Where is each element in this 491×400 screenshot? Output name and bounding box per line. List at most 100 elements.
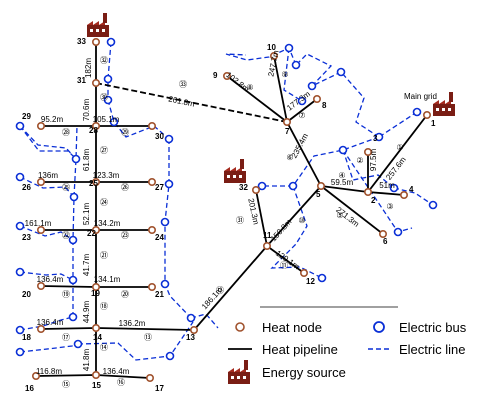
electric-bus — [109, 117, 119, 127]
pipeline-number: ㉚ — [100, 93, 108, 102]
heat-node-label: 4 — [409, 185, 414, 194]
energy-source-icon — [224, 159, 246, 183]
pipeline-length: 123.3m — [93, 171, 120, 180]
electric-bus — [160, 279, 170, 289]
heat-node-2 — [363, 188, 372, 197]
heat-node-label: 17 — [155, 384, 164, 393]
electric-line — [283, 47, 303, 102]
heat-node-label: 26 — [22, 183, 31, 192]
pipeline-number: ㉓ — [121, 231, 129, 240]
electric-bus — [68, 275, 78, 285]
heat-node-label: 25 — [89, 179, 98, 188]
pipeline-number: ㉕ — [62, 183, 70, 192]
pipeline-length: 134.1m — [94, 275, 121, 284]
heat-pipeline — [193, 245, 268, 331]
pipeline-number: ㉑ — [100, 251, 108, 260]
heat-node-label: 3 — [373, 134, 378, 143]
electric-bus — [15, 267, 25, 277]
heat-pipeline — [255, 189, 268, 247]
pipeline-length: 136.2m — [119, 319, 146, 328]
heat-node-24 — [148, 226, 157, 235]
pipeline-number: ③ — [386, 202, 393, 211]
heat-node-8 — [312, 95, 321, 104]
pipeline-number: ㉜ — [100, 56, 108, 65]
heat-pipeline — [367, 191, 405, 196]
electric-line — [295, 53, 333, 87]
heat-node-21 — [148, 282, 157, 291]
electric-line — [19, 125, 76, 159]
heat-pipeline — [95, 327, 195, 331]
heat-node-label: 16 — [25, 384, 34, 393]
electric-line — [270, 185, 323, 279]
electric-bus — [257, 181, 267, 191]
heat-pipeline-33 — [95, 82, 288, 123]
pipeline-number: ⑧ — [246, 83, 253, 92]
electric-bus — [15, 121, 25, 131]
electric-bus — [389, 183, 399, 193]
electric-bus — [307, 81, 317, 91]
heat-node-label: 10 — [267, 43, 276, 52]
electric-bus — [317, 273, 327, 283]
electric-bus — [412, 107, 422, 117]
heat-node-label: 8 — [322, 101, 327, 110]
heat-node-label: 18 — [22, 333, 31, 342]
heat-node-label: 32 — [239, 183, 248, 192]
electric-bus — [374, 132, 384, 142]
pipeline-length: 116.8m — [36, 367, 62, 376]
heat-node-3 — [363, 148, 372, 157]
electric-bus — [69, 192, 79, 202]
pipeline-number: ⑳ — [121, 290, 129, 299]
pipeline-length: 51m — [379, 181, 395, 190]
electric-bus — [186, 313, 196, 323]
heat-pipeline — [367, 114, 428, 193]
pipeline-number: ⑦ — [298, 111, 305, 120]
pipeline-length: 257.6m — [384, 155, 408, 182]
electric-line — [19, 176, 75, 198]
pipeline-number: ⑱ — [100, 302, 108, 311]
pipeline-length: 52.1m — [82, 203, 91, 226]
heat-pipeline — [40, 285, 97, 288]
energy-source-legend-icon — [228, 360, 250, 384]
heat-node-25 — [92, 178, 101, 187]
heat-node-13 — [190, 325, 199, 334]
pipeline-number: ⑲ — [62, 290, 70, 299]
pipeline-length: 136.4m — [37, 275, 64, 284]
heat-node-label: 12 — [306, 277, 315, 286]
heat-node-9 — [223, 72, 232, 81]
electric-bus — [165, 351, 175, 361]
heat-node-label: 29 — [22, 112, 31, 121]
pipeline-length: 59.5m — [331, 178, 354, 187]
electric-line — [19, 125, 77, 160]
electric-line — [107, 99, 170, 140]
heat-node-29 — [36, 122, 45, 131]
electric-bus — [288, 181, 298, 191]
electric-line — [77, 321, 194, 361]
heat-node-12 — [299, 268, 308, 277]
legend-energy-source: Energy source — [262, 365, 346, 380]
heat-node-31 — [92, 79, 101, 88]
electric-bus — [15, 172, 25, 182]
heat-node-label: 19 — [91, 289, 100, 298]
pipeline-length: 97.5m — [369, 149, 378, 172]
heat-node-label: 33 — [77, 37, 86, 46]
heat-node-label: 23 — [22, 233, 31, 242]
pipeline-number: ㉒ — [62, 231, 70, 240]
heat-pipeline — [35, 374, 97, 377]
pipeline-length: 105.1m — [93, 115, 120, 124]
heat-node-label: 9 — [213, 71, 218, 80]
electric-bus — [164, 179, 174, 189]
pipeline-length: 44.9m — [82, 301, 91, 324]
heat-node-7 — [282, 118, 291, 127]
heat-node-6 — [378, 230, 387, 239]
heat-node-22 — [92, 226, 101, 235]
pipeline-length: 41.7m — [82, 254, 91, 277]
pipeline-number: ④ — [338, 171, 345, 180]
pipeline-length: 95.2m — [41, 115, 64, 124]
heat-node-legend-icon — [235, 322, 245, 332]
heat-node-label: 6 — [383, 237, 388, 246]
electric-bus — [106, 37, 116, 47]
energy-source-icon — [87, 13, 109, 37]
electric-line — [190, 313, 219, 329]
